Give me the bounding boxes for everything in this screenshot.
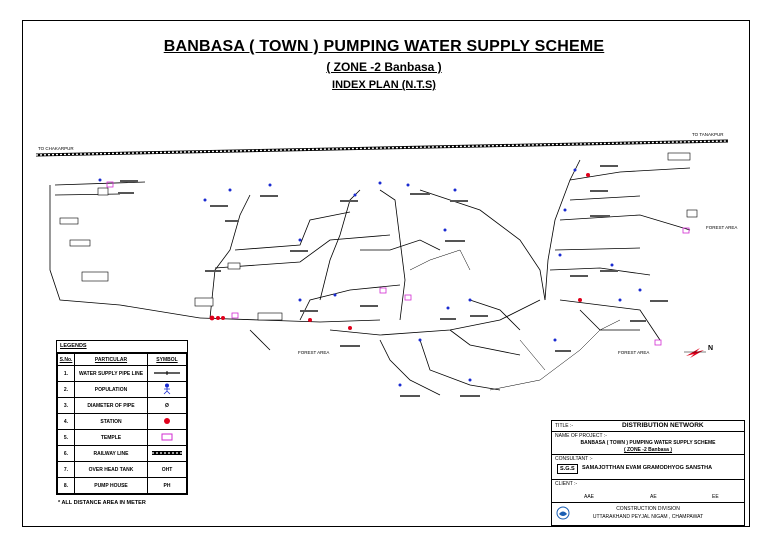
legend-row: 5. TEMPLE (57, 429, 187, 446)
signature-ae: AE (650, 494, 657, 500)
legend-sno: 4. (57, 413, 75, 430)
legends-title: LEGENDS (57, 341, 187, 353)
legend-sno: 3. (57, 397, 75, 414)
north-label: N (708, 345, 714, 352)
legend-header: S.No. (57, 353, 75, 366)
legend-sno: 5. (57, 429, 75, 446)
consultant-name: SAMAJOTTHAN EVAM GRAMODHYOG SANSTHA (582, 465, 713, 471)
legend-particular: RAILWAY LINE (74, 445, 148, 462)
signature-aae: AAE (584, 494, 595, 500)
north-arrow-icon (684, 348, 706, 358)
legend-particular: OVER HEAD TANK (74, 461, 148, 478)
signature-ee: EE (712, 494, 719, 500)
pipe-line-icon (147, 365, 187, 382)
legend-particular: TEMPLE (74, 429, 148, 446)
forest-area-label: FOREST AREA (706, 225, 738, 230)
ph-symbol: PH (147, 477, 187, 494)
index-plan-heading: INDEX PLAN (N.T.S) (332, 79, 436, 91)
legend-header: PARTICULAR (74, 353, 148, 366)
legend-particular: POPULATION (74, 381, 148, 398)
title-block: TITLE :- DISTRIBUTION NETWORK NAME OF PR… (551, 420, 745, 526)
legend-sno: 7. (57, 461, 75, 478)
forest-area-label: FOREST AREA (618, 350, 650, 355)
title-label: TITLE :- (555, 423, 574, 429)
legend-row: 6. RAILWAY LINE (57, 445, 187, 462)
railway-line (35, 139, 729, 157)
legend-row: 1. WATER SUPPLY PIPE LINE (57, 365, 187, 382)
consultant-label: CONSULTANT :- (555, 456, 593, 462)
station-markers (209, 173, 590, 330)
legend-sno: 6. (57, 445, 75, 462)
legend-row: 2. POPULATION (57, 381, 187, 398)
drawing-title: BANBASA ( TOWN ) PUMPING WATER SUPPLY SC… (163, 38, 605, 55)
project-value: BANBASA ( TOWN ) PUMPING WATER SUPPLY SC… (580, 440, 716, 446)
legend-row: 8. PUMP HOUSE PH (57, 477, 187, 494)
consultant-code: S.G.S (557, 464, 578, 474)
title-value: DISTRIBUTION NETWORK (622, 422, 704, 429)
legend-row: 3. DIAMETER OF PIPE Ø (57, 397, 187, 414)
diameter-symbol: Ø (147, 397, 187, 414)
population-icon (147, 381, 187, 398)
legend-sno: 8. (57, 477, 75, 494)
legend-row: 7. OVER HEAD TANK OHT (57, 461, 187, 478)
project-zone: ( ZONE -2 Banbasa ) (623, 447, 673, 453)
project-label: NAME OF PROJECT :- (555, 433, 607, 439)
legend-header: SYMBOL (147, 353, 187, 366)
distance-note: * ALL DISTANCE AREA IN METER (58, 500, 146, 506)
population-markers (98, 168, 642, 387)
temple-markers (106, 181, 690, 346)
zone-subtitle: ( ZONE -2 Banbasa ) (326, 60, 442, 74)
legend-row: 4. STATION (57, 413, 187, 430)
nigam-name: UTTARAKHAND PEYJAL NIGAM , CHAMPAWAT (592, 514, 704, 520)
oht-symbol: OHT (147, 461, 187, 478)
railway-icon (147, 445, 187, 462)
drawing-border (22, 20, 750, 527)
legends-table: S.No. PARTICULAR SYMBOL 1. WATER SUPPLY … (57, 353, 187, 494)
legend-sno: 2. (57, 381, 75, 398)
division-name: CONSTRUCTION DIVISION (616, 506, 680, 512)
legend-particular: DIAMETER OF PIPE (74, 397, 148, 414)
temple-icon (147, 429, 187, 446)
pipe-lines (49, 159, 691, 396)
legends-panel: LEGENDS S.No. PARTICULAR SYMBOL 1. WATER… (56, 340, 188, 495)
legend-sno: 1. (57, 365, 75, 382)
client-label: CLIENT :- (555, 481, 578, 487)
legend-particular: PUMP HOUSE (74, 477, 148, 494)
to-tanakpur-label: TO TANAKPUR (692, 132, 724, 137)
forest-area-label: FOREST AREA (298, 350, 330, 355)
station-icon (147, 413, 187, 430)
legend-particular: WATER SUPPLY PIPE LINE (74, 365, 148, 382)
legend-particular: STATION (74, 413, 148, 430)
to-chakarpur-label: TO CHAKARPUR (38, 146, 74, 151)
peyjal-logo-icon (556, 506, 570, 520)
